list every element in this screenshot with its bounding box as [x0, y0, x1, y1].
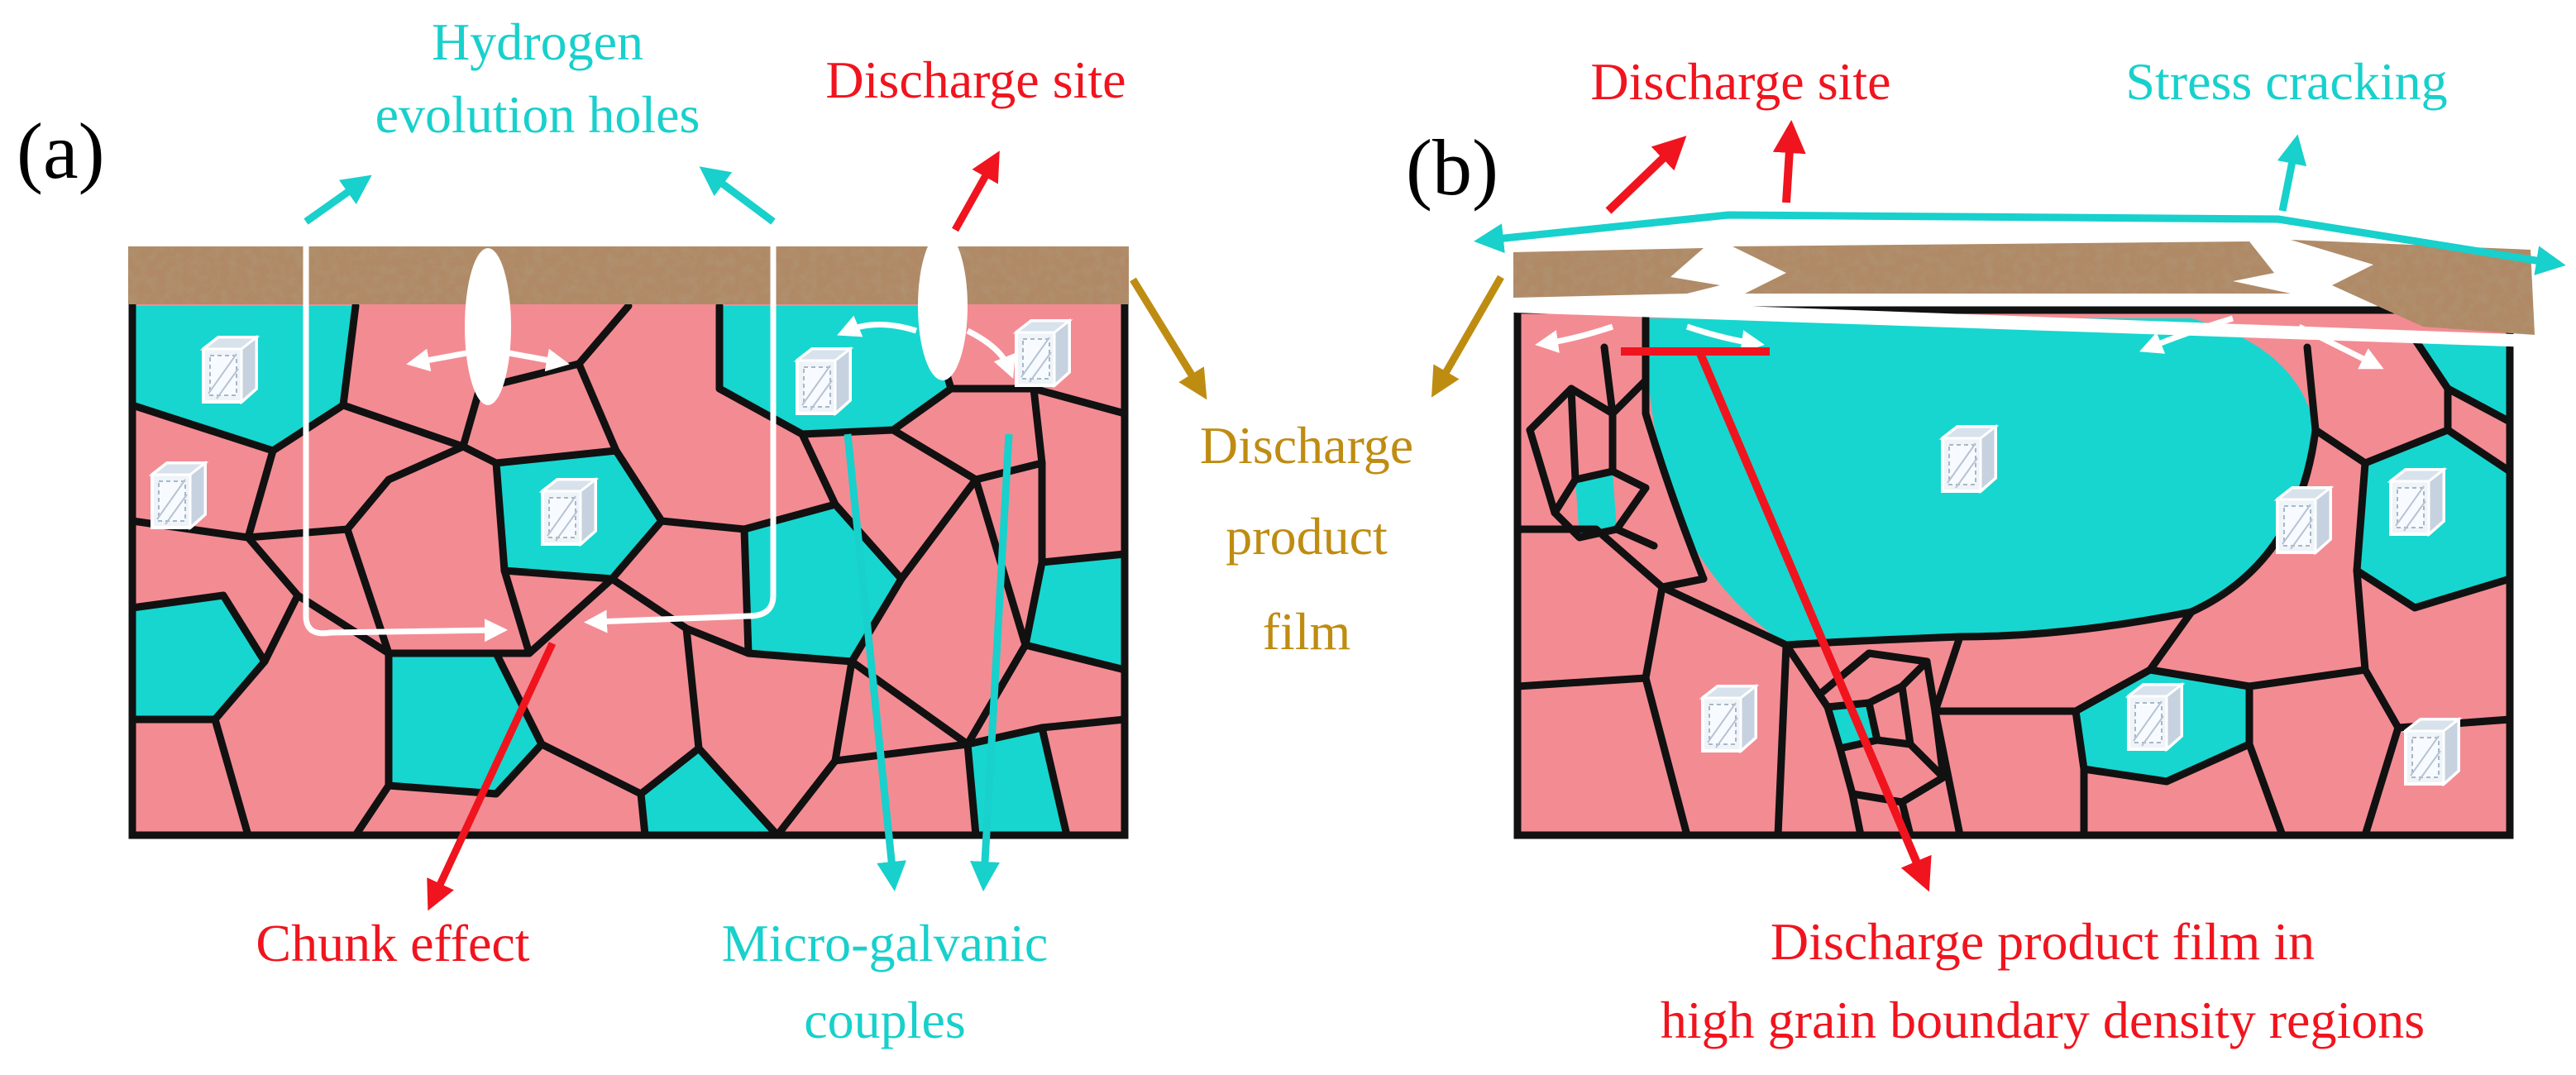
panel-a: (a)	[17, 12, 1413, 1049]
hydrogen-label-line2: evolution holes	[375, 85, 700, 144]
panel-a-white-arrows	[303, 219, 1016, 643]
panel-b-film-arrow	[1431, 275, 1504, 398]
panel-a-product-film	[128, 246, 1129, 304]
panel-b-cyan-arrows	[1474, 134, 2566, 275]
micro-galvanic-label-line1: Micro-galvanic	[722, 914, 1049, 972]
panel-a-red-arrows	[427, 150, 1000, 911]
hydrogen-label-line1: Hydrogen	[432, 12, 643, 71]
precipitate-crystal-icon	[1015, 319, 1071, 387]
panel-a-film-arrow	[1130, 277, 1207, 400]
panel-a-cyan-arrows	[303, 166, 1013, 891]
precipitate-crystal-icon	[2276, 486, 2332, 554]
panel-b-white-arrows	[1535, 315, 2384, 370]
hydrogen-evolution-hole	[465, 248, 511, 405]
panel-b-red-arrows	[1605, 120, 1932, 892]
film-gb-label-line2: high grain boundary density regions	[1661, 991, 2425, 1049]
panel-a-label: (a)	[17, 107, 105, 195]
precipitate-crystal-icon	[1941, 425, 1997, 493]
precipitate-crystal-icon	[202, 336, 258, 404]
film-gb-label-line1: Discharge product film in	[1771, 912, 2315, 971]
stress-cracking-label: Stress cracking	[2125, 52, 2447, 111]
discharge-pit	[918, 232, 968, 380]
film-label-line2: product	[1226, 507, 1388, 566]
panel-b-label: (b)	[1406, 123, 1498, 212]
precipitate-crystal-icon	[2127, 683, 2183, 751]
precipitate-crystal-icon	[2404, 718, 2460, 786]
precipitate-crystal-icon	[2389, 468, 2445, 536]
precipitate-crystal-icon	[541, 478, 597, 546]
panel-b: (b)	[1406, 52, 2566, 1049]
film-label-line1: Discharge	[1200, 416, 1413, 475]
panel-a-substrate	[128, 281, 1129, 839]
chunk-effect-label: Chunk effect	[256, 914, 529, 972]
precipitate-crystal-icon	[1701, 685, 1757, 752]
film-label-line3: film	[1263, 602, 1351, 661]
panel-b-discharge-site-label: Discharge site	[1590, 52, 1890, 111]
micro-galvanic-label-line2: couples	[804, 991, 966, 1049]
panel-a-discharge-site-label: Discharge site	[825, 50, 1126, 109]
precipitate-crystal-icon	[796, 347, 852, 415]
panel-b-substrate	[1513, 306, 2514, 839]
precipitate-crystal-icon	[151, 461, 207, 529]
